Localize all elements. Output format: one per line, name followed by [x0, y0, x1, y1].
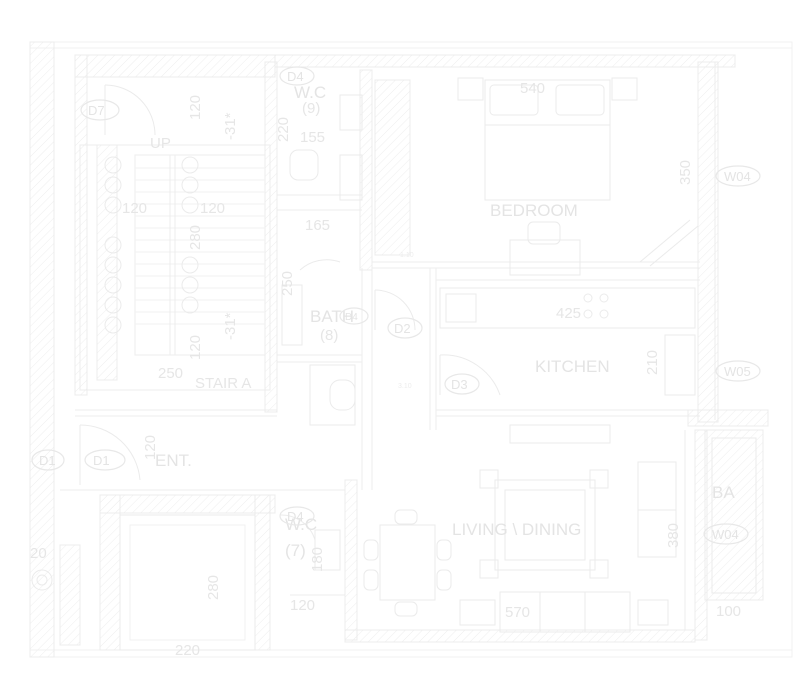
doors [79, 259, 501, 541]
dim-wc-220: 220 [275, 117, 292, 142]
svg-text:W04: W04 [712, 527, 739, 542]
svg-text:D4: D4 [287, 69, 304, 84]
stair-up-label: UP [150, 135, 171, 152]
svg-text:D4: D4 [345, 312, 358, 323]
dim-bed-width: 540 [520, 80, 545, 97]
room-number-wc-bottom: (7) [285, 541, 306, 560]
dim-stair-120a: 120 [122, 200, 147, 217]
dim-corridor-310: 3.10 [398, 383, 412, 390]
dim-kitchen-425: 425 [556, 305, 581, 322]
balcony [704, 429, 764, 601]
dim-stair-120d: 120 [187, 335, 204, 360]
tag-d07: D7 [80, 99, 120, 121]
room-label-kitchen: KITCHEN [535, 357, 610, 376]
dim-balcony-100: 100 [716, 603, 741, 620]
dim-wc-155: 155 [300, 129, 325, 146]
outer-boundary [29, 41, 793, 658]
room-label-entrance: ENT. [155, 451, 192, 470]
room-number-wc-top: (9) [302, 100, 320, 117]
room-label-stair: STAIR A [195, 375, 251, 392]
exterior-walls [29, 41, 769, 658]
dim-lower-280: 280 [205, 575, 222, 600]
wet-room-fixtures [281, 94, 363, 571]
tag-w04: W04 [715, 165, 761, 187]
dim-stair-31a: -31* [222, 112, 239, 140]
dim-bath-250: 250 [279, 271, 296, 296]
room-label-living-dining: LIVING \ DINING [452, 520, 581, 539]
interior-walls [60, 62, 716, 630]
room-label-wc-top: W.C [294, 83, 326, 102]
room-number-bath: (8) [320, 327, 338, 344]
room-label-balcony: BA [712, 483, 735, 502]
tag-d01-left: D1 [31, 449, 65, 471]
living-furniture [363, 461, 677, 633]
tag-d01: D1 [84, 449, 126, 471]
dim-wc-165: 165 [305, 217, 330, 234]
lower-left-area [31, 514, 256, 651]
room-label-bedroom: BEDROOM [490, 201, 578, 220]
tag-d02: D2 [387, 317, 423, 339]
bedroom-furniture [374, 77, 699, 276]
dim-stair-250: 250 [158, 365, 183, 382]
svg-text:D1: D1 [39, 453, 56, 468]
dim-bed-height: 350 [677, 160, 694, 185]
svg-text:D3: D3 [451, 377, 468, 392]
dim-wc-bottom-120: 120 [290, 597, 315, 614]
stair [79, 84, 271, 391]
svg-text:D7: D7 [88, 103, 105, 118]
svg-text:W05: W05 [724, 364, 751, 379]
tag-d03: D3 [444, 373, 480, 395]
svg-text:D1: D1 [93, 453, 110, 468]
dim-sofa-570: 570 [505, 604, 530, 621]
dim-stair-120b: 120 [200, 200, 225, 217]
dim-stair-31b: -31* [222, 312, 239, 340]
tag-d04-bottom: D4 [279, 506, 315, 526]
svg-text:D4: D4 [287, 509, 304, 524]
kitchen-fittings [439, 287, 696, 444]
dim-corridor-110: 1.10 [400, 252, 414, 259]
svg-text:W04: W04 [724, 169, 751, 184]
dim-wc-bottom-180: 180 [309, 547, 326, 572]
dim-left-20: 20 [30, 545, 47, 562]
svg-text:D2: D2 [394, 321, 411, 336]
dim-stair-280: 280 [187, 225, 204, 250]
tag-d04-bath: D4 [339, 307, 369, 325]
dim-kitchen-210: 210 [644, 350, 661, 375]
tag-w05: W05 [715, 360, 761, 382]
dim-stair-120c: 120 [187, 95, 204, 120]
dim-lower-220: 220 [175, 642, 200, 659]
tag-d04-top: D4 [279, 66, 315, 86]
tag-w04-balcony: W04 [703, 523, 749, 545]
dim-entrance-120: 120 [142, 435, 159, 460]
dim-sofa-380: 380 [665, 523, 682, 548]
